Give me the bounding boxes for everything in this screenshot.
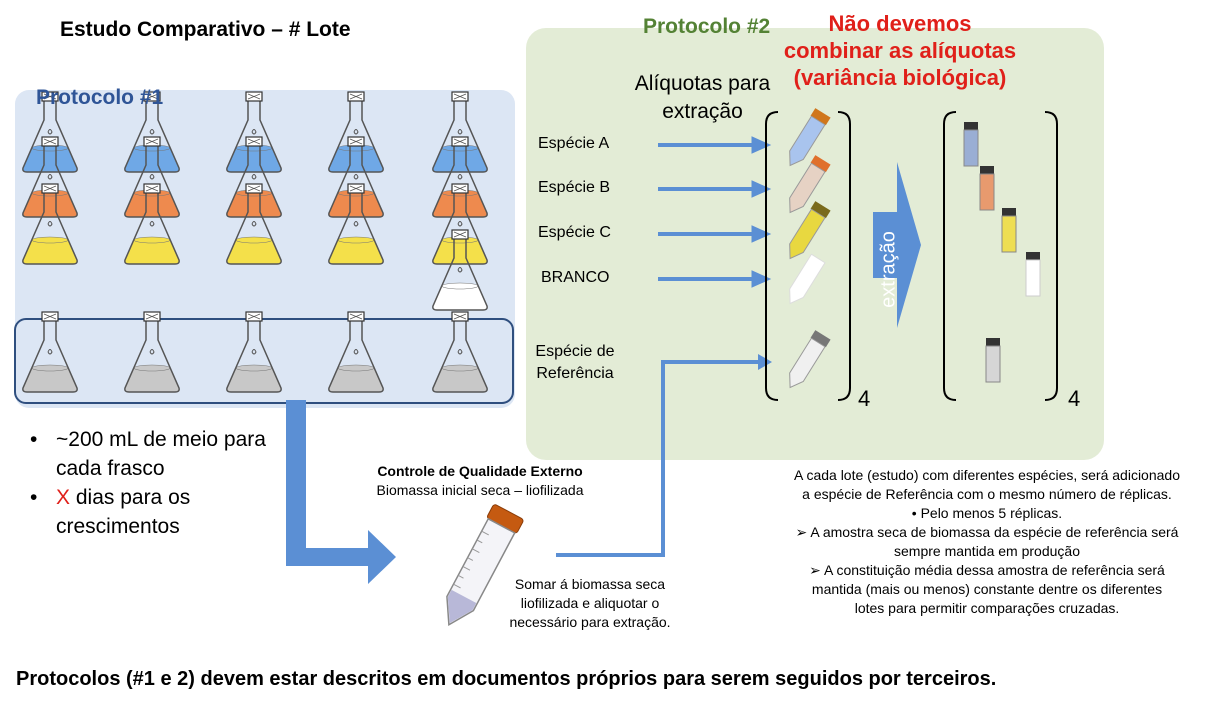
- species-label-c: Espécie C: [538, 224, 611, 241]
- flask-yellow: [226, 183, 282, 265]
- flask-gray: [432, 311, 488, 393]
- warning-line: combinar as alíquotas: [783, 38, 1017, 63]
- species-label-a: Espécie A: [538, 135, 610, 152]
- bullet-text: dias para os crescimentos: [56, 486, 191, 538]
- culture-flasks: [22, 91, 488, 311]
- extraction-label: extração: [877, 231, 900, 308]
- control-flasks: [22, 311, 488, 393]
- flask-yellow: [328, 183, 384, 265]
- bullet-dot: •: [30, 486, 38, 509]
- aliquot-tubes: [789, 108, 831, 389]
- qc-note-line: necessário para extração.: [509, 614, 671, 630]
- flask-blue: [124, 91, 180, 173]
- note-line: sempre mantida em produção: [894, 543, 1080, 559]
- protocol2-title: Protocolo #2: [643, 15, 771, 38]
- extraction-arrow: [873, 162, 921, 328]
- note-line: ➢ A constituição média dessa amostra de …: [809, 562, 1165, 578]
- flask-blue: [22, 91, 78, 173]
- aliquots-line: extração: [662, 100, 743, 123]
- flask-yellow: [22, 183, 78, 265]
- qc-label: Controle de Qualidade Externo Biomassa i…: [365, 462, 595, 500]
- notes-block: A cada lote (estudo) com diferentes espé…: [782, 466, 1192, 618]
- flask-gray: [226, 311, 282, 393]
- qc-tube-icon: [446, 504, 524, 626]
- protocol1-bullets: • ~200 mL de meio para cada frasco • X d…: [30, 425, 270, 541]
- note-line: • Pelo menos 5 réplicas.: [911, 505, 1063, 521]
- bullet-item: • X dias para os crescimentos: [30, 483, 270, 541]
- flask-blue: [432, 91, 488, 173]
- note-line: a espécie de Referência com o mesmo núme…: [802, 486, 1172, 502]
- species-label-b: Espécie B: [538, 179, 611, 196]
- extract-vials: [963, 122, 1041, 383]
- bullet-highlight: X: [56, 486, 71, 509]
- note-line: ➢ A amostra seca de biomassa da espécie …: [795, 524, 1179, 540]
- replicates-count-right: 4: [1068, 386, 1081, 411]
- flask-yellow: [124, 183, 180, 265]
- species-arrows: [658, 136, 772, 288]
- reference-label: Espécie de Referência: [530, 341, 620, 385]
- aliquots-label: Alíquotas para extração: [620, 70, 785, 126]
- reference-line: Referência: [536, 365, 614, 382]
- flask-white: [432, 229, 488, 311]
- qc-subtitle: Biomassa inicial seca – liofilizada: [376, 482, 584, 498]
- control-flasks-box: [14, 318, 514, 404]
- flask-gray: [22, 311, 78, 393]
- footer-text: Protocolos (#1 e 2) devem estar descrito…: [16, 668, 997, 690]
- flask-gray: [124, 311, 180, 393]
- bullet-text: ~200 mL de meio para cada frasco: [56, 428, 266, 480]
- warning-line: (variância biológica): [793, 65, 1007, 90]
- species-label-blank: BRANCO: [541, 269, 610, 286]
- protocol1-title: Protocolo #1: [36, 86, 164, 109]
- aliquot-bracket: [765, 111, 851, 401]
- qc-note-line: Somar á biomassa seca: [514, 576, 666, 592]
- qc-note: Somar á biomassa seca liofilizada e aliq…: [500, 575, 680, 632]
- page-title: Estudo Comparativo – # Lote: [60, 18, 351, 41]
- note-line: mantida (mais ou menos) constante dentre…: [811, 581, 1163, 597]
- qc-title: Controle de Qualidade Externo: [377, 463, 583, 479]
- flask-gray: [328, 311, 384, 393]
- flask-blue: [328, 91, 384, 173]
- flask-blue: [226, 91, 282, 173]
- bullet-item: • ~200 mL de meio para cada frasco: [30, 425, 270, 483]
- note-line: A cada lote (estudo) com diferentes espé…: [793, 467, 1180, 483]
- qc-note-line: liofilizada e aliquotar o: [520, 595, 660, 611]
- note-line: lotes para permitir comparações cruzadas…: [854, 600, 1120, 616]
- qc-flow-arrow: [286, 400, 396, 584]
- replicates-count-left: 4: [858, 386, 871, 411]
- extract-bracket: [943, 111, 1058, 401]
- bullet-dot: •: [30, 428, 38, 451]
- aliquots-line: Alíquotas para: [634, 72, 771, 95]
- reference-line: Espécie de: [535, 343, 615, 360]
- warning-line: Não devemos: [828, 11, 972, 36]
- warning-text: Não devemos combinar as alíquotas (variâ…: [780, 10, 1020, 91]
- reference-feed-line: [556, 360, 760, 557]
